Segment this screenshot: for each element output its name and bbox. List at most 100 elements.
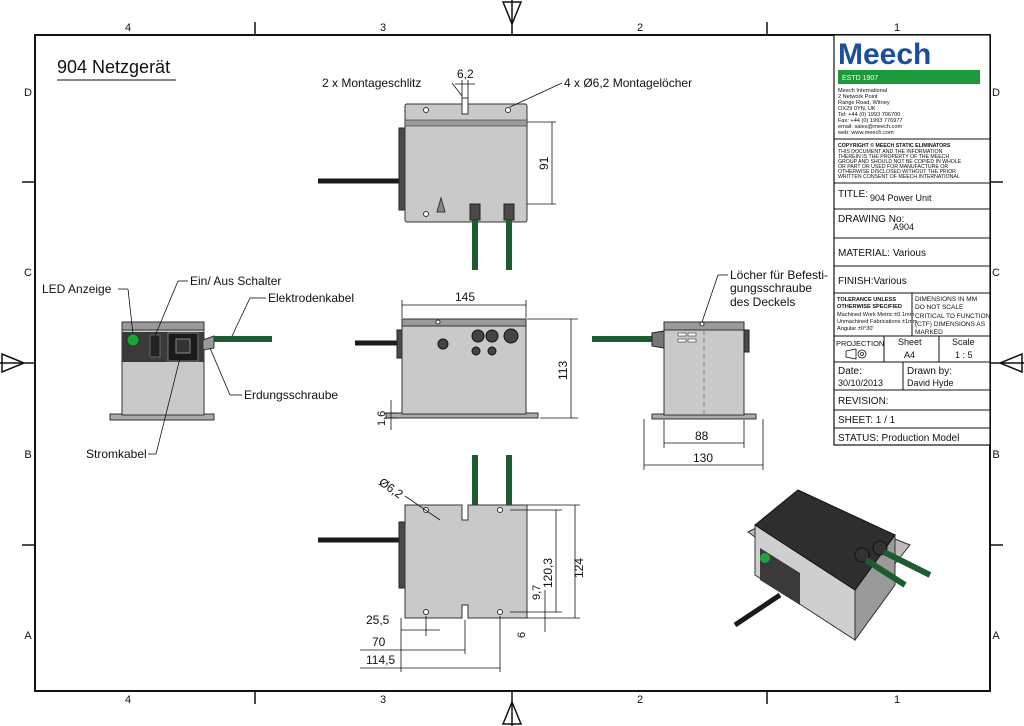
iso-power-cable — [733, 592, 782, 628]
dim-top-height: 91 — [537, 156, 551, 170]
drawn-by-label: Drawn by: — [907, 366, 952, 377]
right-side-view: Löcher für Befesti- gungsschraube des De… — [592, 268, 828, 470]
dim-25-5: 25,5 — [366, 613, 390, 627]
copyright-line: WRITTEN CONSENT OF MEECH INTERNATIONAL — [838, 174, 960, 180]
mount-hole — [497, 609, 503, 615]
label-mount-holes: 4 x Ø6,2 Montagelöcher — [564, 76, 692, 90]
sheet-label: Sheet — [898, 337, 922, 347]
label-led: LED Anzeige — [42, 282, 112, 296]
company-logo: Meech — [838, 38, 931, 71]
mount-hole — [423, 609, 429, 615]
address-line: Range Road, Witney — [838, 100, 890, 106]
label-ground-screw: Erdungsschraube — [244, 388, 338, 402]
lid — [401, 318, 527, 327]
dim-6: 6 — [516, 632, 528, 638]
on-off-switch — [149, 334, 161, 358]
grid-col-label: 1 — [894, 694, 900, 706]
copyright-line: THEREIN IS THE PROPERTY OF THE MEECH — [838, 154, 949, 160]
led-indicator — [126, 333, 140, 347]
tolerance-line: Unmachined Fabrications ±1mm — [837, 319, 918, 325]
revision: REVISION: — [838, 396, 889, 407]
company-address: Meech International 2 Network Point Rang… — [837, 88, 903, 136]
dim-base-thickness: 1,6 — [376, 411, 388, 426]
label-cover-holes-2: gungsschraube — [730, 281, 812, 295]
bottom-view: Ø6,2 25,5 70 114,5 120,3 124 9,7 6 — [318, 455, 586, 672]
grid-row-label: B — [992, 449, 999, 461]
tolerance-line: TOLERANCE UNLESS — [837, 297, 896, 303]
address-line: Fax: +44 (0) 1993 776977 — [838, 118, 903, 124]
front-port — [485, 329, 499, 343]
address-line: Meech International — [838, 88, 887, 94]
front-view: 145 113 1,6 — [355, 290, 578, 430]
isometric-view — [733, 489, 932, 642]
grid-col-label: 4 — [125, 694, 131, 706]
grid-row-label: A — [992, 630, 1000, 642]
iso-led — [760, 553, 770, 563]
dims-note-line: CRITICAL TO FUNCTION — [915, 313, 991, 320]
copyright-heading: COPYRIGHT © MEECH STATIC ELIMINATORS — [838, 142, 951, 149]
grid-row-label: A — [24, 630, 32, 642]
address-line: email: sales@meech.com — [838, 124, 902, 130]
status: STATUS: Production Model — [838, 433, 959, 444]
address-line: Tel: +44 (0) 1993 706700 — [838, 112, 900, 118]
drawing-no-label: DRAWING No: — [838, 214, 904, 225]
grid-col-label: 3 — [380, 694, 386, 706]
copyright-notice: COPYRIGHT © MEECH STATIC ELIMINATORS THI… — [838, 142, 962, 180]
iso-electrode-cable — [864, 557, 907, 588]
iso-electrode-cable — [882, 549, 932, 578]
title-label: TITLE: — [838, 189, 868, 200]
cable-gland — [651, 330, 665, 349]
drawing-no-value: A904 — [893, 222, 914, 232]
mount-hole — [497, 507, 503, 513]
date-label: Date: — [838, 366, 862, 377]
dim-slot-width: 6,2 — [457, 67, 474, 81]
finish: FINISH:Various — [838, 276, 907, 287]
copyright-line: OR PART OR USED FOR MANUFACTURE OR — [838, 164, 948, 170]
title-block: Meech ESTD 1907 Meech International 2 Ne… — [833, 34, 991, 446]
sheet-count: SHEET: 1 / 1 — [838, 415, 896, 426]
dim-hole-dia: Ø6,2 — [376, 475, 406, 502]
title-block-frame — [833, 34, 991, 446]
top-view: 6,2 91 2 x Montageschlitz 4 x Ø6,2 Monta… — [318, 67, 692, 270]
power-socket-inner — [175, 338, 191, 354]
tolerance-line: OTHERWISE SPECIFIED — [837, 304, 902, 310]
address-line: web: www.meech.com — [837, 130, 894, 136]
scale-value: 1 : 5 — [955, 350, 973, 360]
grid-ticks — [22, 22, 1003, 704]
grid-col-label: 4 — [125, 22, 131, 34]
sheet-value: A4 — [904, 350, 915, 360]
top-rail — [404, 119, 528, 127]
electrode-connector — [469, 203, 481, 221]
dim-124: 124 — [572, 558, 586, 578]
copyright-line: GROUP AND SHOULD NOT BE COPIED IN WHOLE — [838, 159, 962, 165]
dims-note-line: MARKED — [915, 329, 943, 336]
iso-connector — [872, 540, 888, 556]
side-connector — [743, 329, 750, 353]
cover-screw-holes — [677, 332, 697, 343]
material: MATERIAL: Various — [838, 248, 926, 259]
iso-top — [754, 489, 896, 591]
dim-side-inner: 88 — [695, 429, 709, 443]
drawn-by-value: David Hyde — [907, 378, 954, 388]
label-mount-slots: 2 x Montageschlitz — [322, 76, 421, 90]
address-line: 2 Network Point — [838, 94, 878, 100]
title-value: 904 Power Unit — [870, 193, 932, 203]
front-port — [487, 346, 497, 356]
iso-connector — [854, 547, 870, 563]
mount-hole — [423, 211, 429, 217]
lid-screw — [435, 319, 441, 325]
grid-col-label: 2 — [637, 694, 643, 706]
front-port — [437, 338, 449, 350]
grid-col-label: 3 — [380, 22, 386, 34]
front-port — [471, 329, 485, 343]
lid — [121, 321, 205, 331]
label-power-cable: Stromkabel — [86, 447, 147, 461]
front-port — [503, 328, 519, 344]
ground-screw — [202, 335, 215, 351]
dim-120-3: 120,3 — [541, 558, 555, 588]
mount-hole — [505, 107, 511, 113]
mount-hole — [423, 107, 429, 113]
ground-screw — [436, 196, 446, 213]
